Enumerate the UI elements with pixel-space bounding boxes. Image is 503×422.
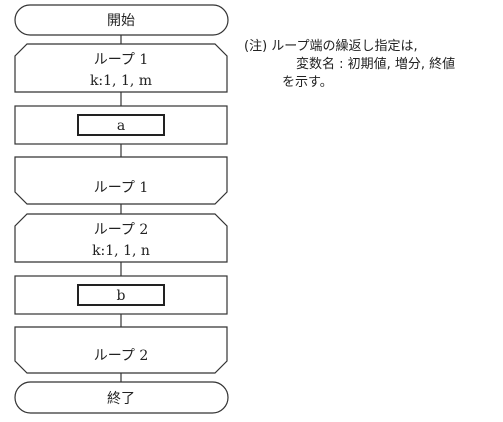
loop2-var: k: [92, 243, 101, 259]
loop2-start-label: ループ 2: [94, 222, 149, 238]
footnote-line-1: (注) ループ端の繰返し指定は,: [244, 39, 418, 54]
loop2-limit: n: [141, 243, 150, 259]
loop1-var: k: [90, 73, 99, 89]
loop1-end-label: ループ 1: [94, 180, 149, 196]
start-label: 開始: [107, 13, 135, 29]
footnote: (注) ループ端の繰返し指定は, 変数名 : 初期値, 増分, 終値 を示す。: [244, 38, 499, 92]
loop2-start-spec: k:1, 1, n: [92, 243, 150, 259]
process-a-label: a: [117, 118, 125, 134]
loop2-end-box: ループ 2: [14, 326, 228, 374]
start-terminal: 開始: [14, 4, 229, 36]
end-label: 終了: [107, 391, 135, 407]
footnote-line-2: 変数名 : 初期値, 増分, 終値: [296, 57, 456, 72]
loop1-start-box: ループ 1 k:1, 1, m: [14, 43, 228, 93]
loop2-params: :1, 1,: [101, 243, 141, 259]
loop1-start-label: ループ 1: [94, 52, 149, 68]
process-a-box: a: [14, 105, 228, 145]
process-b-label: b: [117, 288, 126, 304]
end-terminal: 終了: [14, 381, 229, 414]
loop1-params: :1, 1,: [98, 73, 138, 89]
loop1-start-spec: k:1, 1, m: [90, 73, 152, 89]
loop1-limit: m: [139, 73, 152, 89]
loop2-end-label: ループ 2: [94, 348, 149, 364]
footnote-line-3: を示す。: [282, 75, 333, 90]
process-b-box: b: [14, 275, 228, 315]
loop1-end-box: ループ 1: [14, 156, 228, 205]
loop2-start-box: ループ 2 k:1, 1, n: [14, 213, 228, 263]
